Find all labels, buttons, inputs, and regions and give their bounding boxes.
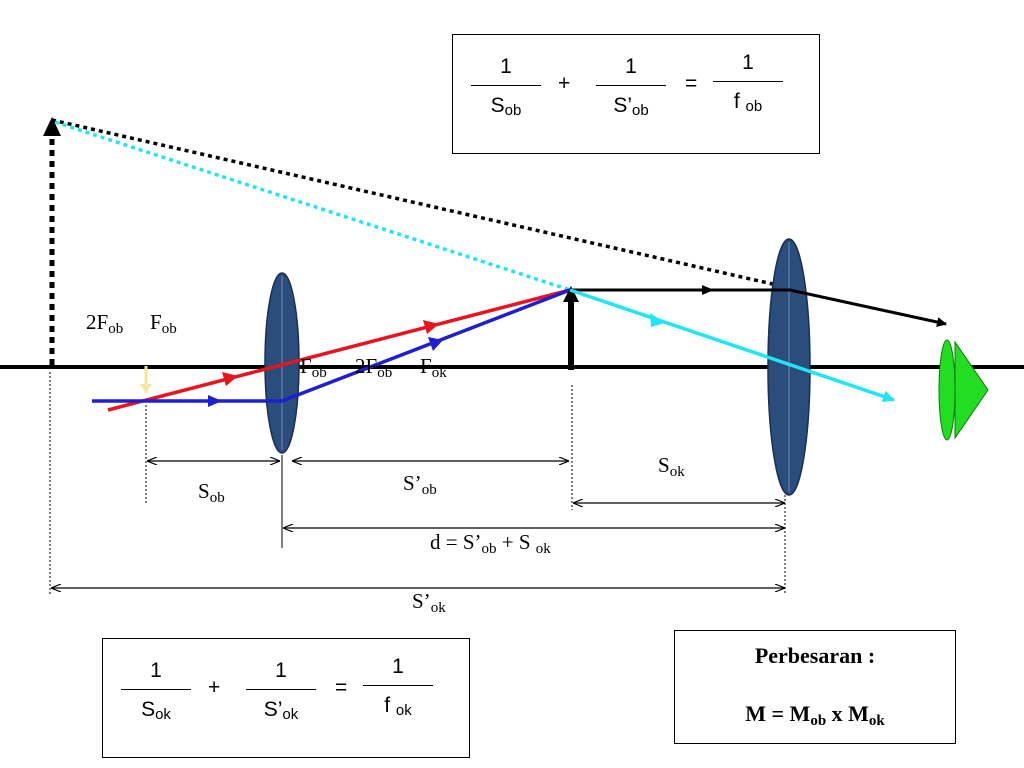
black-ray [570, 288, 947, 327]
fraction-1-over-s-prime-ok: 1 S’ok [246, 657, 316, 727]
virtual-image-arrowhead [43, 117, 61, 136]
fraction-bar [596, 85, 666, 86]
red-ray-arrow-1 [222, 372, 238, 386]
fraction-1-over-s-ob: 1 Sob [471, 53, 541, 123]
denominator: S’ok [263, 698, 299, 723]
eye-lens [938, 339, 956, 441]
equals-sign: = [685, 72, 698, 95]
label-2f-ob-left: 2Fob [86, 310, 124, 337]
fraction-1-over-s-prime-ob: 1 S’ob [596, 53, 666, 123]
denominator: Sob [490, 94, 522, 119]
magnification-title: Perbesaran : [754, 643, 876, 668]
denominator: Sok [141, 698, 171, 723]
dotted-cyan-extension [54, 120, 571, 292]
fraction-1-over-s-ok: 1 Sok [121, 657, 191, 727]
fraction-1-over-f-ob: 1 f ob [713, 49, 783, 119]
blue-ray-arrow-1 [208, 395, 222, 407]
magnification-box: Perbesaran : M = Mob x Mok [674, 630, 956, 744]
red-ray-arrow-2 [423, 320, 439, 334]
real-image-arrowhead [563, 286, 579, 302]
fraction-bar [121, 689, 191, 690]
label-s-prime-ob: S’ob [403, 471, 437, 498]
black-ray-midarrow [702, 285, 714, 295]
blue-ray [92, 288, 571, 403]
eye-icon [954, 340, 989, 440]
numerator: 1 [500, 55, 512, 78]
label-2f-ob-right: 2Fob [355, 354, 393, 381]
denominator: S’ob [613, 94, 649, 119]
cyan-ray-midarrow [650, 313, 665, 327]
fraction-bar [713, 81, 783, 82]
label-s-ob: Sob [198, 479, 225, 506]
objective-lens-formula-box: 1 Sob + 1 S’ob = 1 f ob [452, 34, 820, 154]
fraction-1-over-f-ok: 1 f ok [363, 653, 433, 723]
label-s-ok: Sok [658, 453, 685, 480]
magnification-equation: M = Mob x Mok [745, 701, 885, 729]
label-f-ok: Fok [420, 354, 447, 381]
label-f-ob-left: Fob [150, 310, 177, 337]
denominator: f ok [384, 694, 412, 719]
denominator: f ob [733, 90, 763, 115]
numerator: 1 [275, 659, 287, 682]
plus-sign: + [558, 72, 571, 95]
cyan-ray [569, 288, 895, 403]
ocular-lens-formula-box: 1 Sok + 1 S’ok = 1 f ok [102, 638, 470, 758]
red-ray [107, 288, 571, 412]
label-f-ob-right: Fob [300, 354, 327, 381]
numerator: 1 [625, 55, 637, 78]
dotted-black-extension [51, 118, 791, 290]
blue-ray-arrow-2 [428, 337, 443, 351]
object-arrowhead [140, 384, 152, 393]
numerator: 1 [742, 51, 754, 74]
numerator: 1 [150, 659, 162, 682]
equals-sign: = [335, 676, 348, 699]
fraction-bar [246, 689, 316, 690]
plus-sign: + [208, 676, 221, 699]
label-s-prime-ok: S’ok [412, 589, 446, 616]
label-d-equation: d = S’ob + S ok [430, 530, 551, 557]
numerator: 1 [392, 655, 404, 678]
fraction-bar [471, 85, 541, 86]
fraction-bar [363, 685, 433, 686]
